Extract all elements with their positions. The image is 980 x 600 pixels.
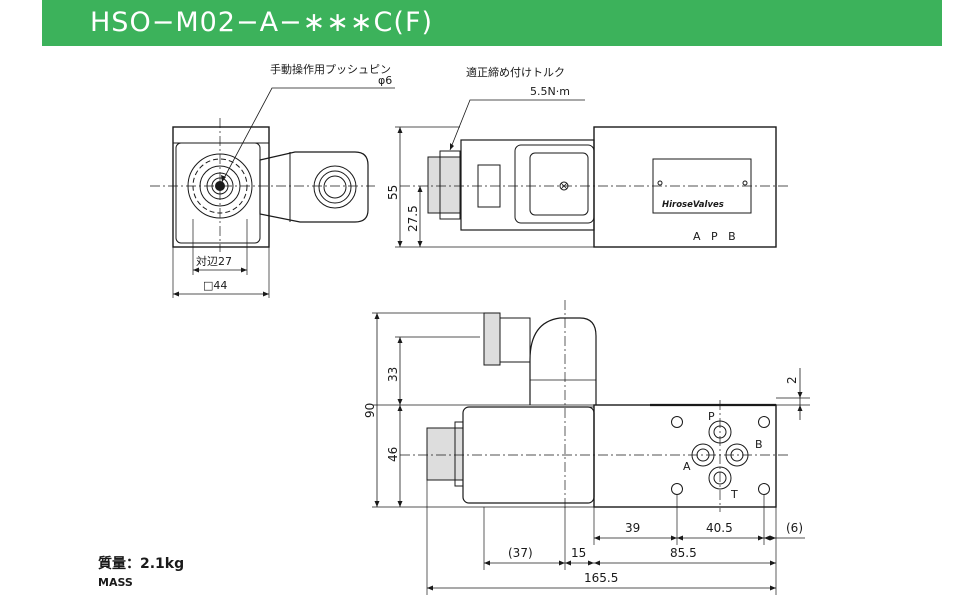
mass-label: 質量：2.1kg [98,556,185,572]
nameplate-screw-left [657,180,663,186]
dim-165-5-label: 165.5 [584,571,618,585]
side-connector [514,144,595,224]
dim-33-label: 33 [386,367,400,382]
connector-ring-outer [313,165,357,209]
port-p-label: P [708,410,715,423]
front-body-outline [172,126,270,248]
side-knurled-nut [427,156,461,214]
top-valve-body [593,404,777,508]
dim-6-label: (6) [786,521,803,535]
top-connector-stem [483,312,501,366]
port-b-label: B [755,438,763,451]
push-pin-leader [221,87,395,183]
mount-hole-br [758,483,770,495]
dim-55-label: 55 [386,185,400,200]
side-valve-body [593,126,777,248]
title-bar: HSO−M02−A−∗∗∗C(F) [42,0,942,46]
dim-90-label: 90 [363,403,377,418]
side-nut-flange [439,150,461,220]
dim-2-label: 2 [785,376,799,384]
side-view [395,99,790,248]
top-connector-nut [499,317,531,363]
port-a-label: A [683,460,691,473]
dim-40-5-label: 40.5 [706,521,733,535]
push-pin-dia-label: φ6 [378,74,392,87]
top-connector-elbow [529,317,597,405]
dim-46-label: 46 [386,447,400,462]
top-view [372,300,810,595]
torque-label: 適正締め付けトルク [466,65,565,79]
push-pin-label: 手動操作用プッシュピン [270,62,391,76]
torque-leader [449,99,585,151]
dim-square-label: □44 [203,279,227,292]
torque-value: 5.5N·m [530,85,570,98]
nameplate-screw-right [742,180,748,186]
connector-ring-core [323,175,347,199]
connector-ring-inner [318,170,352,204]
mount-hole-bl [671,483,683,495]
dim-27-5-label: 27.5 [406,205,420,232]
dim-37-label: (37) [508,546,533,560]
mount-hole-tr [758,416,770,428]
labels: 手動操作用プッシュピン φ6 適正締め付けトルク 5.5N·m HiroseVa… [196,62,803,585]
brand-label: HiroseValves [662,200,724,210]
top-knurled-nut [426,427,464,481]
mount-hole-tl [671,416,683,428]
dim-39-label: 39 [625,521,640,535]
dim-hex-label: 対辺27 [196,254,232,268]
mass-label-en: MASS [98,576,133,589]
connector-outline [259,151,369,223]
dim-85-5-label: 85.5 [670,546,697,560]
port-letters: A P B [693,230,736,243]
arrowheads [173,127,803,591]
side-connector-inner [529,152,589,216]
dim-15-label: 15 [571,546,586,560]
front-view [150,87,395,298]
page-title: HSO−M02−A−∗∗∗C(F) [90,7,434,38]
top-nut-flange [454,421,464,487]
port-t-label: T [730,488,738,501]
